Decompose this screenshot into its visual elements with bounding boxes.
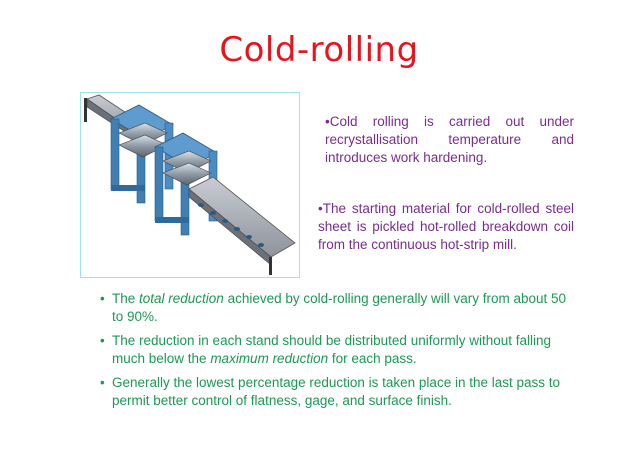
note-starting-material: •The starting material for cold-rolled s… (318, 201, 574, 252)
bullet-marker: • (100, 291, 105, 306)
rolling-stand-1 (110, 104, 174, 204)
bullet-stand-reduction: • The reduction in each stand should be … (100, 332, 570, 368)
bullet-text: Generally the lowest percentage reductio… (112, 375, 561, 408)
bullet-text-post: achieved by cold-rolling generally will … (112, 291, 566, 324)
bullet-text-pre: The reduction in each stand should be di… (112, 333, 552, 366)
note-work-hardening: •Cold rolling is carried out under recry… (325, 114, 574, 165)
bullet-marker: • (100, 333, 105, 348)
rolling-mill-illustration (84, 94, 296, 275)
bullet-total-reduction: • The total reduction achieved by cold-r… (100, 290, 570, 326)
bullet-text-emphasis: total reduction (139, 291, 224, 306)
rolling-mill-figure (80, 92, 300, 278)
bullet-text-pre: The (112, 291, 140, 306)
bullet-last-pass: • Generally the lowest percentage reduct… (100, 374, 570, 410)
exit-belt (188, 176, 296, 258)
bullet-text-emphasis: maximum reduction (210, 351, 329, 366)
bullet-text-post: for each pass. (328, 351, 417, 366)
slide-title: Cold-rolling (219, 30, 419, 70)
conveyor-rollers (198, 203, 264, 247)
bullet-marker: • (100, 375, 105, 390)
bullet-list: • The total reduction achieved by cold-r… (100, 290, 570, 416)
